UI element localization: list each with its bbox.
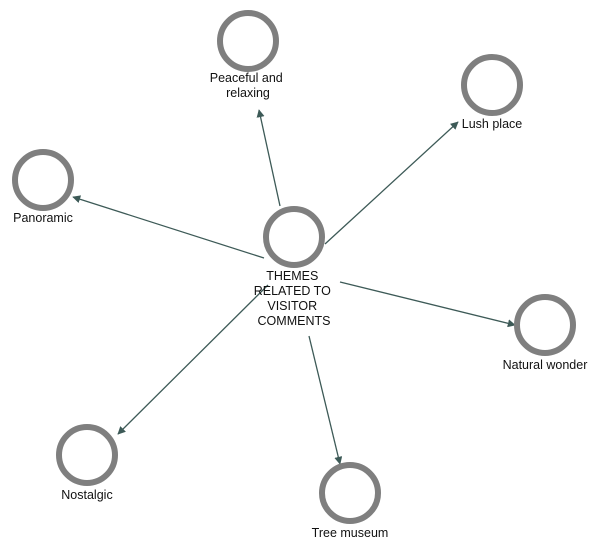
edge-peaceful: [256, 109, 281, 207]
center-label-line: RELATED TO: [254, 284, 331, 298]
nodes: [12, 10, 576, 524]
edge-tree-museum: [308, 335, 343, 465]
theme-node-peaceful[interactable]: [217, 10, 279, 72]
theme-node-nostalgic[interactable]: [56, 424, 118, 486]
theme-node-natural-wonder[interactable]: [514, 294, 576, 356]
center-label-line: VISITOR: [267, 299, 317, 313]
theme-label-line: Natural wonder: [503, 358, 588, 372]
theme-label-panoramic: Panoramic: [13, 211, 73, 225]
edge-nostalgic: [117, 284, 269, 435]
center-label: THEMES RELATED TO VISITOR COMMENTS: [254, 269, 335, 328]
theme-node-tree-museum[interactable]: [319, 462, 381, 524]
theme-label-line: Peaceful and: [210, 71, 283, 85]
labels: THEMES RELATED TO VISITOR COMMENTS Peace…: [13, 71, 587, 540]
theme-label-line: Nostalgic: [61, 488, 112, 502]
theme-label-nostalgic: Nostalgic: [61, 488, 112, 502]
theme-node-panoramic[interactable]: [12, 149, 74, 211]
theme-label-line: Lush place: [462, 117, 523, 131]
theme-label-tree-museum: Tree museum: [312, 526, 389, 540]
theme-label-natural-wonder: Natural wonder: [503, 358, 588, 372]
edge-lush: [324, 121, 459, 245]
theme-label-line: relaxing: [226, 86, 270, 100]
theme-label-lush: Lush place: [462, 117, 523, 131]
theme-label-line: Panoramic: [13, 211, 73, 225]
edges: [72, 109, 516, 465]
center-label-line: COMMENTS: [258, 314, 331, 328]
edge-natural-wonder: [339, 281, 516, 328]
edge-panoramic: [72, 195, 265, 259]
theme-node-lush[interactable]: [461, 54, 523, 116]
theme-label-line: Tree museum: [312, 526, 389, 540]
theme-label-peaceful: Peaceful and relaxing: [210, 71, 286, 100]
center-node[interactable]: [263, 206, 325, 268]
center-label-line: THEMES: [266, 269, 318, 283]
